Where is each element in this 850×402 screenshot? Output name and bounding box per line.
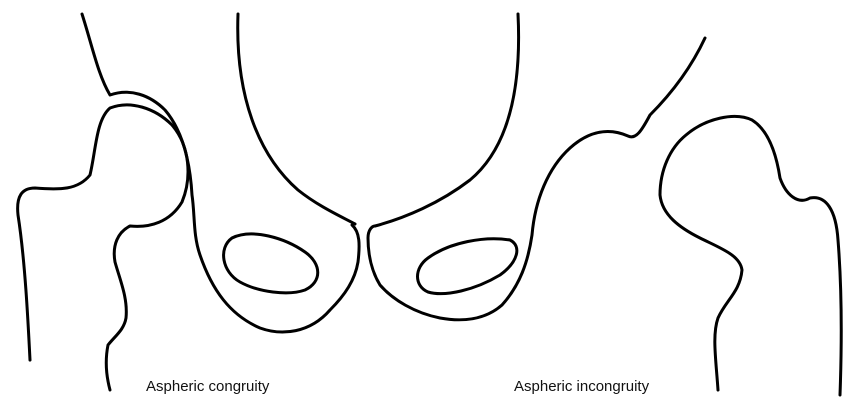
pelvis-center-outline [238,14,519,226]
right-femur-outline [660,116,841,395]
caption-aspheric-congruity: Aspheric congruity [146,378,269,396]
left-obturator-foramen [224,234,318,293]
left-acetabulum-outline [82,14,359,332]
right-obturator-foramen [418,239,517,294]
caption-aspheric-incongruity: Aspheric incongruity [514,378,649,396]
left-femur-outline [18,105,188,390]
